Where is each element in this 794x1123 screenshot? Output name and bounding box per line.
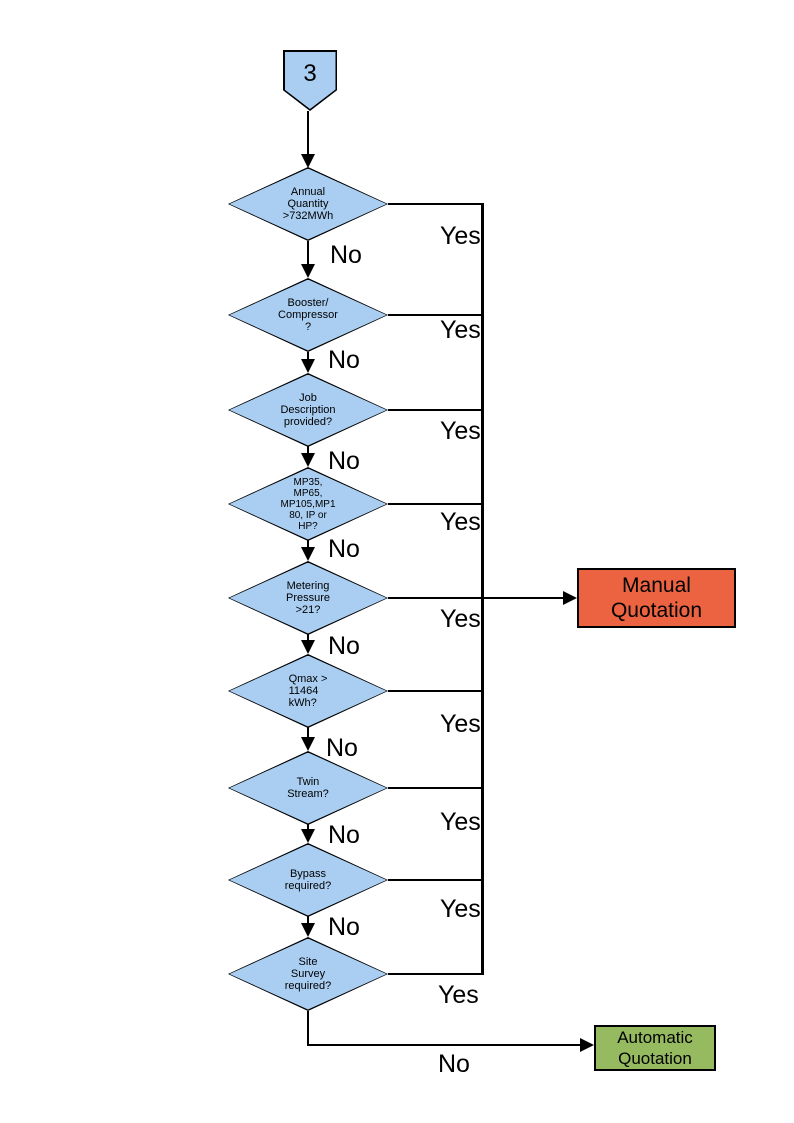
no-label-6: No (326, 734, 358, 762)
decision-annual-quantity-text: Annual Quantity >732MWh (282, 186, 334, 222)
edge-yes-4 (388, 503, 483, 505)
edge-no-6 (307, 727, 309, 738)
decision-site-survey: Site Survey required? (228, 937, 388, 1011)
edge-yes-1 (388, 203, 483, 205)
arrowhead-no-2 (301, 359, 315, 373)
outcome-manual-quotation-label: Manual Quotation (610, 574, 703, 622)
arrowhead-no-4 (301, 547, 315, 561)
decision-metering-pressure: Metering Pressure >21? (228, 561, 388, 635)
decision-booster-compressor-text: Booster/ Compressor ? (278, 297, 338, 333)
yes-label-9: Yes (438, 981, 479, 1009)
decision-twin-stream-fill: Twin Stream? (229, 752, 387, 824)
edge-yes-8 (388, 879, 483, 881)
decision-pressure-tier-fill: MP35, MP65, MP105,MP1 80, IP or HP? (229, 468, 387, 540)
decision-bypass: Bypass required? (228, 843, 388, 917)
edge-no-9-horizontal (307, 1044, 581, 1046)
yes-label-2: Yes (440, 316, 481, 344)
decision-twin-stream: Twin Stream? (228, 751, 388, 825)
outcome-automatic-quotation-label: Automatic Quotation (617, 1028, 693, 1068)
yes-label-7: Yes (440, 808, 481, 836)
outcome-automatic-quotation: Automatic Quotation (594, 1025, 716, 1071)
edge-to-manual (484, 597, 564, 599)
decision-booster-compressor-fill: Booster/ Compressor ? (229, 279, 387, 351)
edge-no-5 (307, 634, 309, 642)
decision-job-description-fill: Job Description provided? (229, 374, 387, 446)
decision-qmax-fill: Qmax > 11464 kWh? (229, 655, 387, 727)
no-label-4: No (328, 535, 360, 563)
decision-annual-quantity-fill: Annual Quantity >732MWh (229, 168, 387, 240)
no-label-5: No (328, 632, 360, 660)
edge-yes-6 (388, 690, 483, 692)
edge-yes-7 (388, 787, 483, 789)
arrowhead-no-1 (301, 264, 315, 278)
edge-start-to-d1 (307, 111, 309, 155)
decision-booster-compressor: Booster/ Compressor ? (228, 278, 388, 352)
yes-label-6: Yes (440, 710, 481, 738)
decision-qmax-text: Qmax > 11464 kWh? (288, 673, 328, 709)
edge-no-4 (307, 540, 309, 548)
yes-label-8: Yes (440, 895, 481, 923)
no-label-2: No (328, 346, 360, 374)
no-label-9: No (438, 1050, 470, 1078)
decision-pressure-tier-text: MP35, MP65, MP105,MP1 80, IP or HP? (280, 476, 336, 532)
arrowhead-no-6 (301, 737, 315, 751)
decision-bypass-fill: Bypass required? (229, 844, 387, 916)
arrowhead-to-automatic (580, 1038, 594, 1052)
edge-no-8 (307, 916, 309, 924)
decision-bypass-text: Bypass required? (284, 868, 332, 892)
decision-pressure-tier: MP35, MP65, MP105,MP1 80, IP or HP? (228, 467, 388, 541)
arrowhead-start-to-d1 (301, 154, 315, 168)
decision-metering-pressure-fill: Metering Pressure >21? (229, 562, 387, 634)
start-connector-label: 3 (303, 60, 317, 88)
edge-no-3 (307, 446, 309, 454)
decision-annual-quantity: Annual Quantity >732MWh (228, 167, 388, 241)
start-connector: 3 (284, 51, 336, 109)
edge-no-7 (307, 824, 309, 830)
no-label-7: No (328, 821, 360, 849)
decision-qmax: Qmax > 11464 kWh? (228, 654, 388, 728)
decision-job-description-text: Job Description provided? (280, 392, 336, 428)
arrowhead-no-3 (301, 453, 315, 467)
decision-site-survey-fill: Site Survey required? (229, 938, 387, 1010)
edge-yes-5 (388, 597, 483, 599)
yes-label-4: Yes (440, 508, 481, 536)
arrowhead-no-5 (301, 640, 315, 654)
edge-yes-3 (388, 409, 483, 411)
decision-site-survey-text: Site Survey required? (284, 956, 332, 992)
no-label-8: No (328, 913, 360, 941)
arrowhead-no-8 (301, 923, 315, 937)
decision-job-description: Job Description provided? (228, 373, 388, 447)
outcome-manual-quotation: Manual Quotation (577, 568, 736, 628)
edge-no-1 (307, 241, 309, 265)
yes-label-1: Yes (440, 222, 481, 250)
edge-no-2 (307, 352, 309, 361)
trunk-line-yes (481, 203, 484, 975)
edge-yes-2 (388, 314, 483, 316)
no-label-3: No (328, 447, 360, 475)
yes-label-5: Yes (440, 605, 481, 633)
edge-no-9-vertical (307, 1011, 309, 1046)
arrowhead-no-7 (301, 829, 315, 843)
decision-twin-stream-text: Twin Stream? (287, 776, 329, 800)
decision-metering-pressure-text: Metering Pressure >21? (285, 580, 331, 616)
start-connector-shape: 3 (283, 50, 337, 111)
no-label-1: No (330, 241, 362, 269)
yes-label-3: Yes (440, 417, 481, 445)
edge-yes-9 (388, 973, 483, 975)
arrowhead-to-manual (563, 591, 577, 605)
